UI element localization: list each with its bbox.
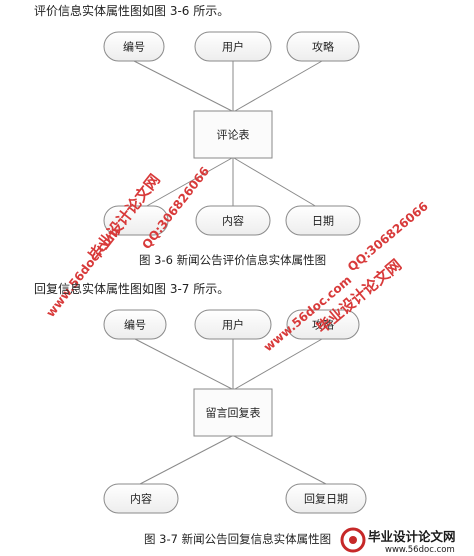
corner-url: www.56doc.com <box>385 545 455 555</box>
corner-site-title: 毕业设计论文网 <box>368 529 456 544</box>
attr-content: 内容 <box>195 205 271 236</box>
watermark-left: 毕业设计论文网 www.56doc.com QQ:306826066 <box>43 164 212 320</box>
attr-user-label: 用户 <box>222 40 244 54</box>
attr-reply-date: 回复日期 <box>285 483 367 514</box>
entity-review-table: 评论表 <box>193 110 273 159</box>
attr-date-label: 日期 <box>312 215 334 228</box>
attr-id-label: 编号 <box>123 40 145 54</box>
entity-reply-table: 留言回复表 <box>193 388 273 437</box>
attr-id-2: 编号 <box>103 309 167 340</box>
entity-reply-label: 留言回复表 <box>206 406 261 420</box>
attr-id-2-label: 编号 <box>124 318 146 332</box>
watermark-url-1: www.56doc.com <box>43 224 122 319</box>
attr-guide-2-label: 攻略 <box>312 318 334 332</box>
attr-partial <box>103 205 169 236</box>
attr-guide: 攻略 <box>286 31 360 62</box>
attr-content-2: 内容 <box>103 483 179 514</box>
intro-paragraph-1: 评价信息实体属性图如图 3-6 所示。 <box>34 4 230 18</box>
corner-logo-icon <box>340 527 366 553</box>
attr-guide-label: 攻略 <box>312 40 334 54</box>
figure-caption-3-7: 图 3-7 新闻公告回复信息实体属性图 <box>144 532 332 546</box>
attr-content-2-label: 内容 <box>130 492 152 506</box>
intro-paragraph-2: 回复信息实体属性图如图 3-7 所示。 <box>34 282 230 296</box>
attr-date: 日期 <box>285 205 361 236</box>
figure-3-6: 编号 用户 攻略 评论表 内容 日期 <box>103 31 361 236</box>
attr-id: 编号 <box>103 31 165 62</box>
attr-user: 用户 <box>194 31 272 62</box>
attr-content-label: 内容 <box>222 214 244 228</box>
figure-caption-3-6: 图 3-6 新闻公告评价信息实体属性图 <box>139 253 327 267</box>
attr-guide-2: 攻略 <box>286 309 360 340</box>
attr-user-2-label: 用户 <box>222 318 244 332</box>
figure-3-7: 编号 用户 攻略 留言回复表 内容 回复日期 <box>103 309 367 514</box>
attr-reply-date-label: 回复日期 <box>304 492 348 506</box>
corner-watermark: 毕业设计论文网 www.56doc.com <box>340 527 456 555</box>
attr-user-2: 用户 <box>194 309 272 340</box>
entity-review-label: 评论表 <box>217 128 250 142</box>
